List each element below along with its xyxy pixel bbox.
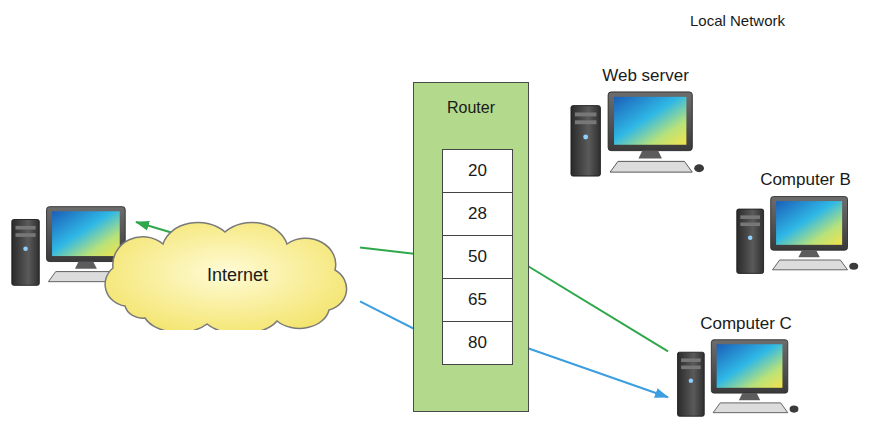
blue-connector [513, 343, 668, 397]
port-box: 20 [442, 149, 513, 193]
port-number: 65 [468, 290, 487, 310]
power-button [689, 378, 693, 382]
drive-bay [15, 226, 35, 230]
keyboard [610, 161, 692, 172]
drive-bay [681, 366, 701, 370]
keyboard [713, 403, 788, 413]
port-number: 28 [468, 204, 487, 224]
drive-bay [740, 223, 760, 227]
port-box: 80 [442, 321, 513, 365]
computer-icon-drawing [735, 194, 860, 276]
mouse [790, 406, 799, 413]
monitor-stand [638, 151, 661, 159]
computer-label: Computer B [735, 170, 872, 190]
computer-icon: Computer B [735, 170, 872, 276]
tower-case [678, 352, 705, 416]
monitor-screen [776, 201, 842, 245]
green-connector [513, 257, 668, 351]
tower-case [737, 209, 764, 273]
port-number: 20 [468, 161, 487, 181]
port-number: 50 [468, 247, 487, 267]
monitor-screen [614, 97, 686, 145]
drive-bay [575, 120, 597, 124]
computer-label: Web server [565, 66, 726, 86]
region-label: Local Network [690, 12, 785, 29]
power-button [23, 246, 28, 251]
drive-bay [681, 358, 701, 362]
port-box: 50 [442, 235, 513, 279]
monitor-frame [711, 340, 787, 393]
power-button [748, 235, 752, 239]
mouse [694, 164, 704, 172]
computer-icon: Computer C [668, 314, 824, 418]
monitor-stand [739, 393, 760, 400]
tower-case [571, 106, 600, 176]
node-title: Router [414, 99, 528, 117]
monitor-frame [47, 207, 126, 262]
computer-label: Computer C [668, 314, 824, 334]
node-title: Internet [207, 265, 268, 286]
drive-bay [740, 215, 760, 219]
monitor-frame [771, 197, 848, 251]
mouse [849, 263, 858, 270]
port-box: 65 [442, 278, 513, 322]
cloud-shape [105, 223, 346, 330]
computer-icon-drawing [668, 338, 808, 418]
monitor-stand [798, 250, 819, 257]
port-box: 28 [442, 192, 513, 236]
monitor-stand [75, 262, 97, 269]
tower-case [12, 219, 39, 285]
drive-bay [15, 233, 35, 237]
monitor-screen [717, 344, 783, 388]
power-button [583, 134, 588, 139]
drive-bay [575, 112, 597, 116]
router-box: Router 20 28 50 65 80 [413, 82, 529, 412]
monitor-screen [52, 211, 120, 256]
keyboard [773, 260, 848, 270]
monitor-frame [608, 92, 692, 151]
web-server-computer: Web server [565, 66, 726, 178]
port-number: 80 [468, 333, 487, 353]
computer-icon-drawing [565, 90, 710, 178]
internet-cloud: Internet [85, 220, 360, 330]
